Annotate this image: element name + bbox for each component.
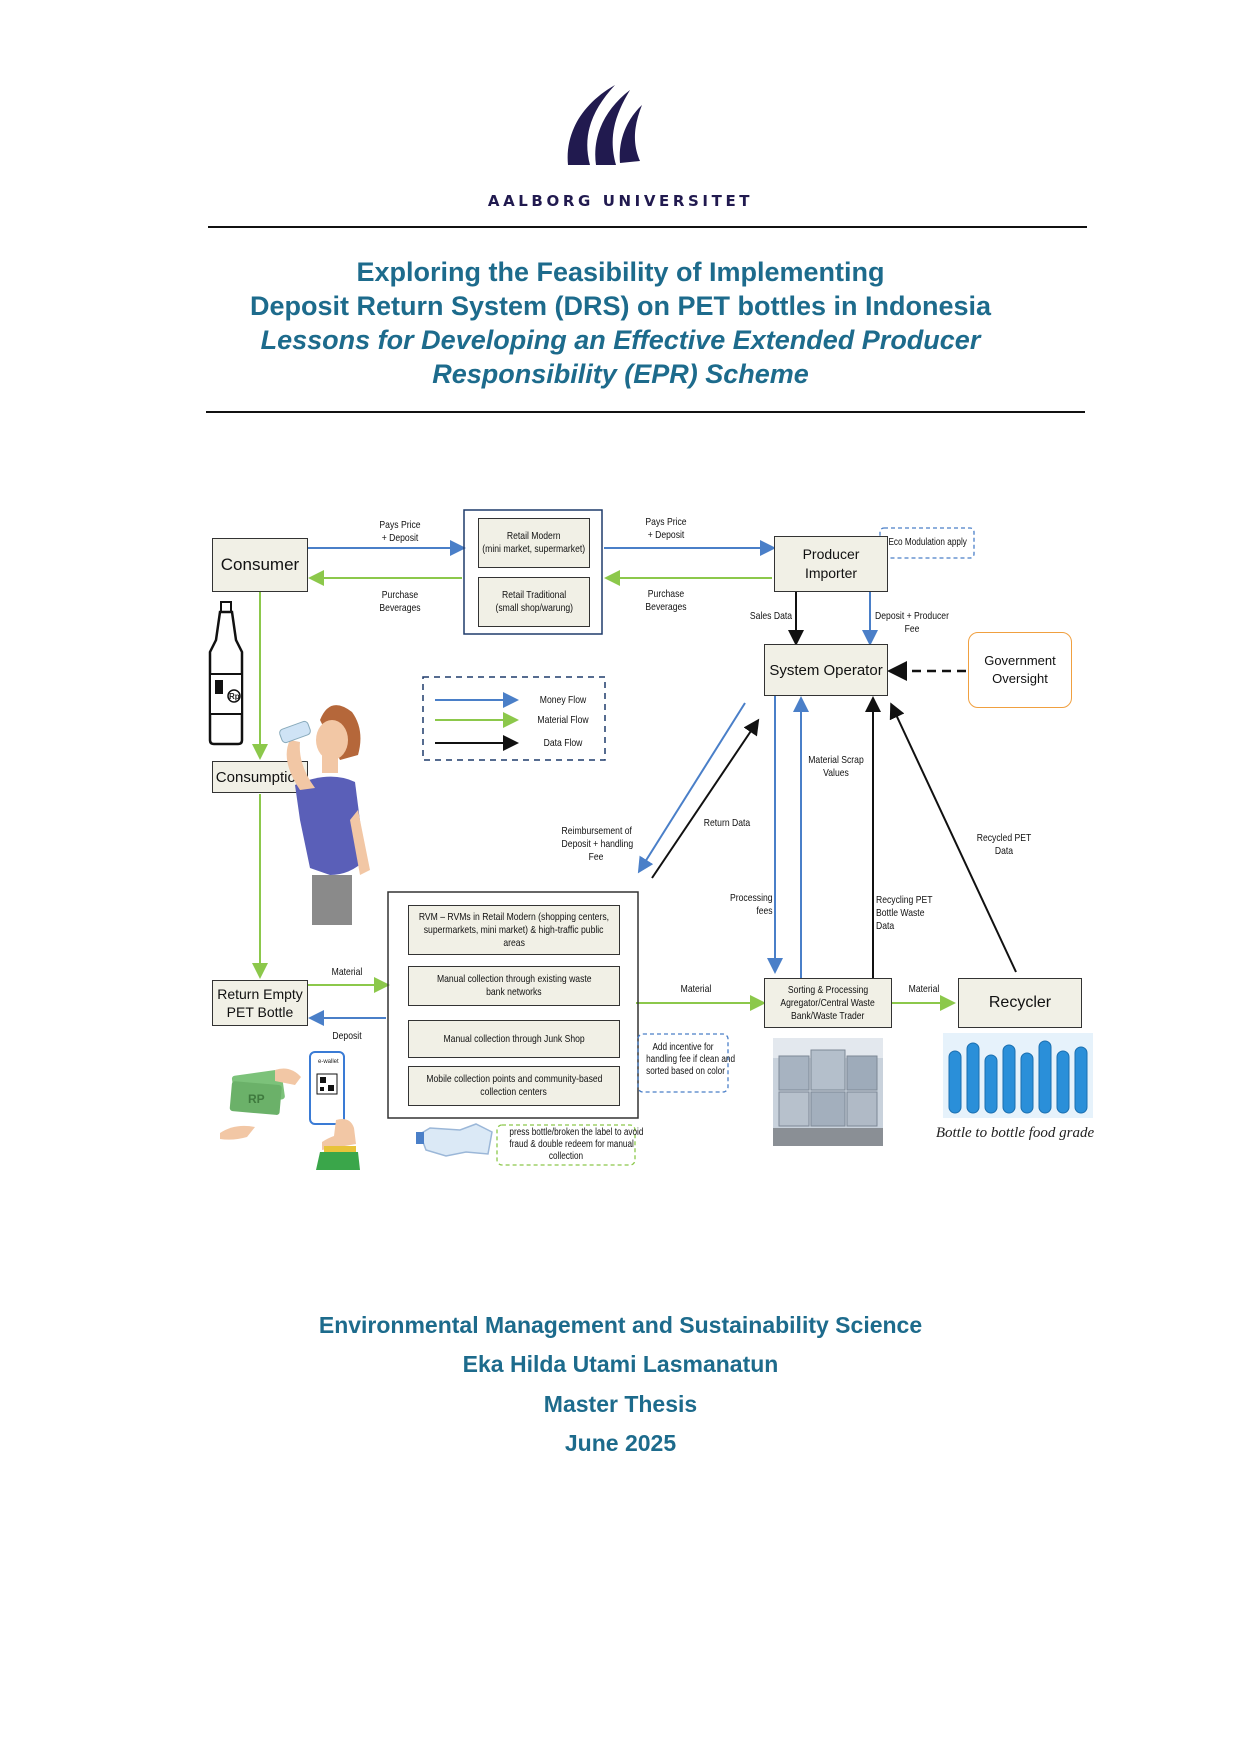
legend-money-flow: Money Flow (539, 694, 587, 706)
wallet-label: e-wallet (318, 1059, 339, 1065)
government-oversight-node: Government Oversight (968, 632, 1072, 708)
document-date: June 2025 (564, 1430, 677, 1456)
label-sales-data: Sales Data (749, 610, 793, 622)
title-line-2: Deposit Return System (DRS) on PET bottl… (249, 291, 992, 321)
money-hand-illustration (220, 1068, 301, 1140)
recycler-node: Recycler (958, 978, 1082, 1028)
rp-note-label: RP (248, 1092, 265, 1106)
bales-photo (773, 1038, 883, 1146)
junk-shop-collection-node: Manual collection through Junk Shop (408, 1020, 620, 1058)
page-title: Exploring the Feasibility of Implementin… (0, 255, 1241, 391)
title-line-4: Responsibility (EPR) Scheme (432, 359, 809, 389)
label-return-data: Return Data (703, 817, 751, 829)
system-operator-node: System Operator (764, 644, 888, 696)
university-name: AALBORG UNIVERSITET (487, 192, 754, 210)
label-material-mid: Material (680, 983, 712, 995)
bottle-to-bottle-caption: Bottle to bottle food grade (935, 1125, 1095, 1141)
label-pays-price-1: Pays Price+ Deposit (379, 519, 421, 544)
phone-qr-illustration (309, 1051, 360, 1170)
legend-material-flow: Material Flow (537, 714, 589, 726)
document-type: Master Thesis (543, 1391, 698, 1417)
eco-modulation-note: Eco Modulation apply (888, 537, 967, 548)
return-bottle-node: Return Empty PET Bottle (212, 980, 308, 1026)
author-name: Eka Hilda Utami Lasmanatun (462, 1351, 779, 1377)
university-logo (567, 85, 642, 165)
sorting-processing-node: Sorting & Processing Agregator/Central W… (764, 978, 892, 1028)
person-drinking-illustration (279, 705, 370, 925)
label-pays-price-2: Pays Price+ Deposit (645, 516, 687, 541)
consumer-node: Consumer (212, 538, 308, 592)
top-rule (208, 226, 1087, 228)
retail-traditional-node: Retail Traditional (small shop/warung) (478, 577, 590, 627)
title-line-3: Lessons for Developing an Effective Exte… (260, 325, 981, 355)
label-deposit-left: Deposit (332, 1030, 362, 1042)
pet-bottle-illustration (208, 601, 244, 746)
incentive-note: Add incentive for handling fee if clean … (646, 1042, 736, 1077)
rvm-collection-node: RVM – RVMs in Retail Modern (shopping ce… (408, 905, 620, 955)
press-bottle-note: press bottle/broken the label to avoid f… (509, 1127, 644, 1162)
crushed-bottle-illustration (416, 1123, 493, 1157)
title-line-1: Exploring the Feasibility of Implementin… (356, 257, 885, 287)
label-material-right: Material (908, 983, 940, 995)
label-material-left: Material (331, 966, 363, 978)
waste-bank-collection-node: Manual collection through existing waste… (408, 966, 620, 1006)
bottom-rule (206, 411, 1085, 413)
preform-bottles-photo (943, 1033, 1093, 1118)
mobile-collection-node: Mobile collection points and community-b… (408, 1066, 620, 1106)
legend-data-flow: Data Flow (543, 737, 583, 749)
rp-label: Rp (229, 692, 240, 701)
producer-importer-node: Producer Importer (774, 536, 888, 592)
retail-modern-node: Retail Modern (mini market, supermarket) (478, 518, 590, 568)
program-name: Environmental Management and Sustainabil… (318, 1312, 923, 1338)
